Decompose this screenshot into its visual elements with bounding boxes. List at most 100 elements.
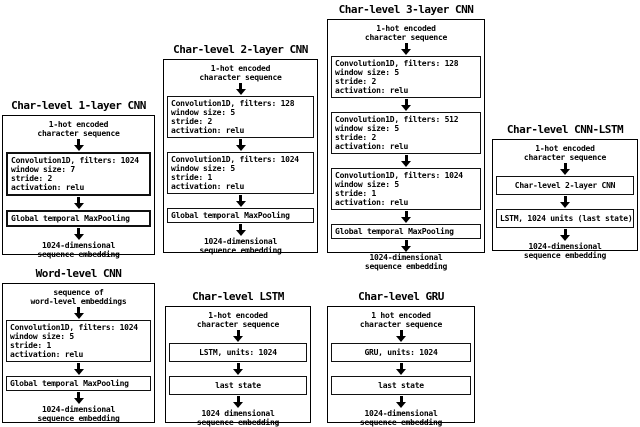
conv1d-layer-box-line: window size: 5 [335, 180, 399, 189]
down-arrow-icon [73, 307, 84, 319]
down-arrow-icon [396, 363, 406, 375]
output-label-line: 1024-dimensional [41, 241, 116, 250]
input-label-line: 1-hot encoded [48, 120, 109, 129]
down-arrow-head [401, 105, 411, 111]
down-arrow-shaft [236, 330, 240, 336]
conv1d-layer-box-line: stride: 2 [335, 133, 377, 142]
down-arrow-icon [233, 330, 243, 342]
down-arrow-shaft [77, 197, 80, 203]
down-arrow-shaft [239, 224, 242, 230]
down-arrow-shaft [404, 155, 408, 161]
last-state-box: last state [169, 376, 307, 395]
output-label-line: 1024-dimensional [41, 405, 116, 414]
down-arrow-head [235, 89, 246, 95]
down-arrow-head [235, 145, 246, 151]
down-arrow-shaft [399, 363, 403, 369]
down-arrow-shaft [404, 99, 408, 105]
down-arrow-shaft [77, 307, 80, 313]
conv1d-layer-box-line: window size: 7 [11, 165, 75, 174]
down-arrow-icon [73, 228, 84, 240]
down-arrow-head [235, 230, 246, 236]
lstm-layer-box: LSTM, units: 1024 [169, 343, 307, 362]
conv1d-layer-box-line: stride: 1 [335, 189, 377, 198]
global-maxpool-box: Global temporal MaxPooling [6, 210, 151, 227]
input-label-line: character sequence [199, 73, 282, 82]
down-arrow-shaft [404, 211, 408, 217]
output-label-line: sequence embedding [196, 418, 280, 427]
conv1d-layer-box-line: activation: relu [10, 350, 84, 359]
conv1d-layer-box-line: activation: relu [171, 182, 245, 191]
output-label-line: sequence embedding [37, 414, 120, 423]
down-arrow-shaft [77, 228, 80, 234]
cnn-submodel-box-line: Char-level 2-layer CNN [514, 181, 616, 190]
output-label-line: 1024-dimensional [528, 242, 602, 251]
down-arrow-shaft [399, 396, 403, 402]
down-arrow-head [401, 161, 411, 167]
down-arrow-icon [401, 211, 411, 223]
cnn-submodel-box: Char-level 2-layer CNN [496, 176, 634, 195]
conv1d-layer-box-line: activation: relu [335, 198, 409, 207]
down-arrow-head [73, 203, 84, 209]
input-label-line: character sequence [523, 153, 607, 162]
down-arrow-head [233, 336, 243, 342]
diagram-title: Char-level 1-layer CNN [11, 99, 146, 112]
down-arrow-icon [560, 196, 570, 208]
gru-layer-box-line: GRU, units: 1024 [364, 348, 438, 357]
conv1d-layer-box-line: stride: 2 [171, 117, 213, 126]
down-arrow-shaft [236, 396, 240, 402]
input-label-line: 1-hot encoded [210, 64, 271, 73]
conv1d-layer-box-line: window size: 5 [335, 124, 399, 133]
down-arrow-icon [401, 43, 411, 55]
output-label-line: 1024 dimensional [201, 409, 275, 418]
conv1d-layer-box-line: activation: relu [335, 86, 409, 95]
diagram-title: Char-level LSTM [192, 290, 284, 303]
down-arrow-icon [73, 392, 84, 404]
down-arrow-head [396, 369, 406, 375]
last-state-box-line: last state [378, 381, 424, 390]
conv1d-layer-box-line: window size: 5 [171, 108, 235, 117]
conv1d-layer-box-line: window size: 5 [10, 332, 74, 341]
conv1d-layer-box-line: Convolution1D, filters: 128 [335, 59, 459, 68]
output-label-line: sequence embedding [37, 250, 120, 259]
down-arrow-shaft [239, 139, 242, 145]
conv1d-layer-box-line: activation: relu [11, 183, 85, 192]
down-arrow-shaft [399, 330, 403, 336]
input-label-line: character sequence [364, 33, 448, 42]
input-label-line: 1 hot encoded [371, 311, 431, 320]
conv1d-layer-box-line: stride: 2 [11, 174, 53, 183]
down-arrow-icon [73, 197, 84, 209]
diagram-title: Char-level CNN-LSTM [506, 123, 624, 136]
down-arrow-shaft [563, 229, 567, 235]
down-arrow-icon [401, 240, 411, 252]
last-state-box-line: last state [215, 381, 261, 390]
input-label-line: character sequence [359, 320, 443, 329]
down-arrow-icon [396, 330, 406, 342]
down-arrow-icon [235, 224, 246, 236]
conv1d-layer-box-line: Convolution1D, filters: 1024 [335, 171, 463, 180]
down-arrow-head [401, 49, 411, 55]
down-arrow-head [560, 202, 570, 208]
down-arrow-icon [401, 99, 411, 111]
diagram-title: Char-level 3-layer CNN [338, 3, 474, 16]
input-label-line: 1-hot encoded [535, 144, 595, 153]
conv1d-layer-box-line: Convolution1D, filters: 128 [171, 99, 295, 108]
global-maxpool-box-line: Global temporal MaxPooling [335, 227, 454, 236]
